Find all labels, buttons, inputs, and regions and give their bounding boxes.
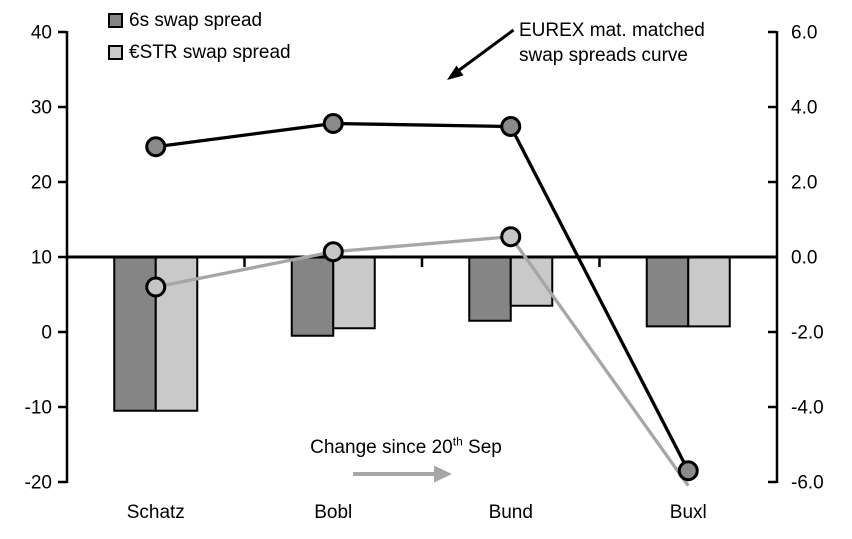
legend-item-estr: €STR swap spread <box>108 42 291 63</box>
marker-estr-bund <box>500 226 522 248</box>
change-annotation-prefix: Change since 20 <box>310 437 453 458</box>
left-axis-label: 10 <box>31 248 52 269</box>
left-axis-label: 0 <box>41 323 52 344</box>
marker-estr-schatz <box>145 276 167 298</box>
legend-item-6s: 6s swap spread <box>108 10 291 31</box>
line-estr <box>155 235 690 487</box>
marker-6s-schatz <box>145 136 167 158</box>
curve-annotation-line1: EUREX mat. matched <box>519 20 705 41</box>
bar-6s-bobl <box>290 256 335 337</box>
marker-6s-buxl <box>677 460 699 482</box>
bar-estr-buxl <box>687 256 731 328</box>
right-axis-label: 2.0 <box>791 173 817 194</box>
line-6s <box>155 121 690 472</box>
legend-label-6s: 6s swap spread <box>129 10 263 31</box>
marker-estr-bobl <box>322 241 344 263</box>
right-axis-label: 0.0 <box>791 248 817 269</box>
change-annotation: Change since 20th Sep <box>250 434 562 459</box>
legend-swatch-estr-icon <box>108 45 123 60</box>
curve-arrow-icon <box>457 28 515 73</box>
change-annotation-superscript: th <box>452 434 463 449</box>
curve-annotation: EUREX mat. matched swap spreads curve <box>519 18 705 68</box>
curve-arrow-head-icon <box>447 65 464 80</box>
right-axis-label: -2.0 <box>791 323 824 344</box>
left-axis-label: 40 <box>31 23 52 44</box>
x-label-bund: Bund <box>489 502 533 523</box>
bar-6s-bund <box>468 256 512 322</box>
left-axis-label: 20 <box>31 173 52 194</box>
left-axis-label: -10 <box>25 398 52 419</box>
legend: 6s swap spread €STR swap spread <box>108 10 291 74</box>
marker-6s-bobl <box>322 113 344 134</box>
bar-estr-bobl <box>332 256 376 330</box>
curve-annotation-line2: swap spreads curve <box>519 45 688 66</box>
left-axis-label: 30 <box>31 98 52 119</box>
x-label-bobl: Bobl <box>314 502 352 523</box>
right-axis-label: 6.0 <box>791 23 817 44</box>
x-label-schatz: Schatz <box>127 502 185 523</box>
right-axis-label: -6.0 <box>791 473 824 494</box>
bar-6s-buxl <box>645 256 690 328</box>
change-arrow-head-icon <box>434 465 452 483</box>
left-axis-label: -20 <box>25 473 52 494</box>
right-axis-label: -4.0 <box>791 398 824 419</box>
right-axis-label: 4.0 <box>791 98 817 119</box>
legend-swatch-6s-icon <box>108 13 123 28</box>
marker-6s-bund <box>500 116 522 137</box>
legend-label-estr: €STR swap spread <box>129 42 291 63</box>
x-label-buxl: Buxl <box>670 502 707 523</box>
change-annotation-suffix: Sep <box>462 437 502 458</box>
